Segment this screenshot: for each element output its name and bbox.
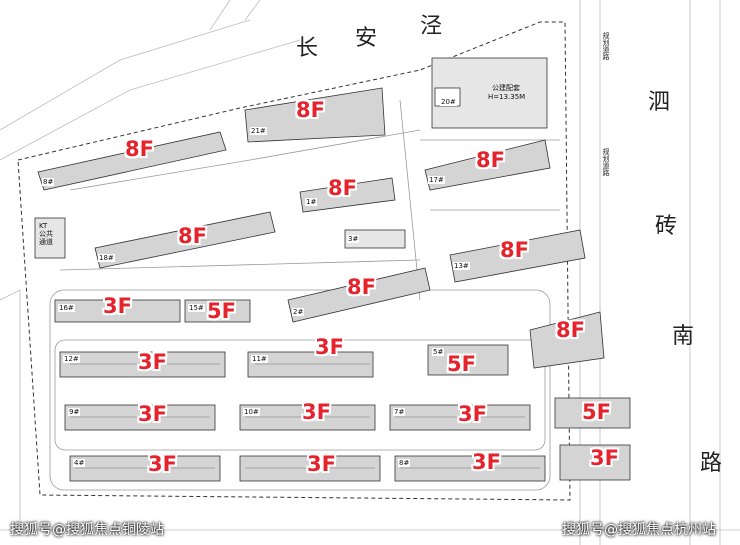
building-3f-right <box>559 444 631 481</box>
building-number-15: 15# <box>188 304 205 312</box>
floor-label-10: 3F <box>302 400 331 424</box>
building-7 <box>389 404 531 431</box>
floor-label-5-mid: 5F <box>447 352 476 376</box>
road-name-north-1: 长 <box>296 36 319 61</box>
kt-label: KT 公共 通道 <box>39 222 53 246</box>
building-1 <box>299 177 396 213</box>
road-name-east-4: 路 <box>700 451 723 476</box>
building-number-11: 11# <box>251 355 268 363</box>
floor-label-15: 5F <box>207 299 236 323</box>
floor-label-16: 3F <box>103 294 132 318</box>
road-note-2: 规划道路 <box>602 148 610 176</box>
building-number-2: 2# <box>292 308 305 316</box>
building-number-12: 12# <box>63 355 80 363</box>
building-21 <box>244 87 386 143</box>
building-number-1: 1# <box>305 198 318 206</box>
watermark-left: 搜狐号@搜狐焦点铜陵站 <box>10 522 164 538</box>
floor-label-1: 8F <box>328 176 357 200</box>
building-number-17: 17# <box>428 176 445 184</box>
floor-label-3-right: 3F <box>590 446 619 470</box>
buildings <box>34 57 631 482</box>
watermark-right: 搜狐号@搜狐焦点杭州站 <box>562 522 716 538</box>
building-number-3: 3# <box>347 235 360 243</box>
building-number-21: 21# <box>250 127 267 135</box>
floor-label-7: 3F <box>458 402 487 426</box>
building-9 <box>64 404 216 431</box>
building-number-9: 9# <box>68 408 81 416</box>
road-name-east-3: 南 <box>672 324 695 349</box>
floor-label-5-right: 5F <box>582 400 611 424</box>
floor-label-2: 8F <box>347 275 376 299</box>
floor-label-21: 8F <box>296 98 325 122</box>
building-number-22: 8# <box>42 178 55 186</box>
building-5f-right <box>554 397 631 429</box>
floor-label-11-top: 3F <box>315 335 344 359</box>
floor-label-13: 8F <box>500 238 529 262</box>
building-number-13: 13# <box>453 262 470 270</box>
floor-label-8-right: 8F <box>556 318 585 342</box>
building-8-right <box>529 311 605 369</box>
road-name-north-2: 安 <box>355 26 378 51</box>
road-name-east-2: 砖 <box>655 214 678 239</box>
floor-label-22: 8F <box>125 137 154 161</box>
floor-label-18: 8F <box>178 224 207 248</box>
road-name-east-1: 泗 <box>648 90 671 115</box>
building-number-18: 18# <box>98 254 115 262</box>
public-building-height: H=13.35M <box>488 93 526 101</box>
window-ticks <box>70 363 540 469</box>
building-number-4: 4# <box>73 459 86 467</box>
building-3f-bottom <box>239 455 381 482</box>
building-number-8: 8# <box>398 459 411 467</box>
building-3-small <box>344 229 406 249</box>
building-number-16: 16# <box>58 304 75 312</box>
building-16 <box>54 299 181 323</box>
building-number-20: 20# <box>440 98 457 106</box>
building-12 <box>59 351 226 378</box>
building-4 <box>69 455 221 482</box>
building-number-10: 10# <box>243 408 260 416</box>
building-number-5: 5# <box>432 348 445 356</box>
building-10 <box>239 404 376 431</box>
internal-roads <box>49 99 560 491</box>
floor-label-3-bottom: 3F <box>307 452 336 476</box>
road-note-1: 规划道路 <box>602 32 610 60</box>
building-number-7: 7# <box>393 408 406 416</box>
floor-label-8-bottom: 3F <box>472 450 501 474</box>
building-8-bottom <box>394 455 546 482</box>
building-13 <box>449 229 586 283</box>
building-11 <box>247 351 374 378</box>
public-building-name: 公建配套 <box>492 84 520 92</box>
floor-label-9: 3F <box>138 402 167 426</box>
floor-label-17: 8F <box>476 148 505 172</box>
kt-building <box>34 217 66 259</box>
road-name-north-3: 泾 <box>420 14 443 39</box>
floor-label-4: 3F <box>148 452 177 476</box>
site-boundary <box>17 21 571 501</box>
building-2 <box>287 267 431 323</box>
floor-label-12: 3F <box>138 350 167 374</box>
